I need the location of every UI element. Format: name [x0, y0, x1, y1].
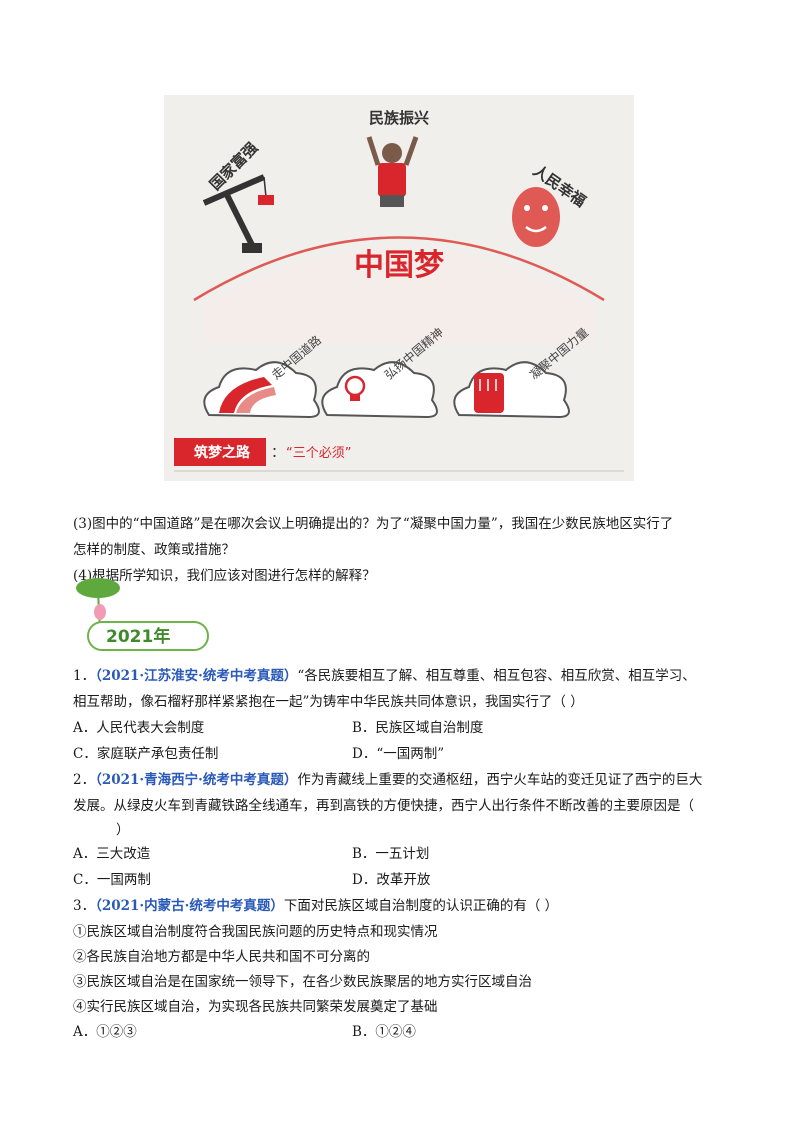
q3-line-1: 3．（2021·内蒙古·统考中考真题）下面对民族区域自治制度的认识正确的有（ ）	[73, 896, 558, 916]
question-3-prev-line-1: (3)图中的“中国道路”是在哪次会议上明确提出的？为了“凝聚中国力量”，我国在少…	[73, 516, 674, 532]
lotus-leaf-icon	[76, 578, 120, 598]
crane-icon	[202, 174, 274, 253]
lotus-flower-icon	[94, 604, 106, 620]
q2-line-2: 发展。从绿皮火车到青藏铁路全线通车，再到高铁的方便快捷，西宁人出行条件不断改善的…	[73, 798, 694, 814]
top-label: 民族振兴	[369, 109, 429, 127]
q1-number: 1．	[73, 668, 96, 684]
q2-line-3: ）	[116, 822, 130, 838]
q3-text-1: 下面对民族区域自治制度的认识正确的有（ ）	[283, 898, 559, 914]
path-value: “三个必须”	[286, 446, 351, 461]
path-colon: ：	[271, 445, 285, 461]
q1-option-c[interactable]: C．家庭联产承包责任制	[73, 746, 219, 762]
path-banner	[174, 438, 266, 466]
q3-statement-4: ④实行民族区域自治，为实现各民族共同繁荣发展奠定了基础	[73, 999, 438, 1015]
year-section-badge: 2021年	[70, 570, 220, 660]
q1-option-d[interactable]: D．“一国两制”	[352, 746, 445, 762]
q2-text-1: 作为青藏线上重要的交通枢纽，西宁火车站的变迁见证了西宁的巨大	[297, 772, 703, 788]
q2-option-d[interactable]: D．改革开放	[352, 872, 431, 888]
q3-statement-3: ③民族区域自治是在国家统一领导下，在各少数民族聚居的地方实行区域自治	[73, 974, 532, 990]
question-4-prev: (4)根据所学知识，我们应该对图进行怎样的解释？	[73, 568, 376, 584]
raised-arms-figure-icon	[366, 136, 419, 207]
lotus-badge-svg: 2021年	[76, 578, 209, 651]
cloud-lightbulb-icon	[321, 361, 438, 419]
left-label: 国家富强	[206, 139, 261, 194]
china-dream-illustration: 中国梦 民族振兴 国家富强 人民幸福	[164, 95, 634, 481]
center-title: 中国梦	[354, 248, 444, 283]
cloud-fist-icon	[453, 361, 570, 419]
q1-line-1: 1．（2021·江苏淮安·统考中考真题）“各民族要相互了解、相互尊重、相互包容、…	[73, 666, 696, 686]
cloud-road-icon	[203, 361, 320, 419]
q2-option-a[interactable]: A．三大改造	[73, 846, 151, 862]
badge-frame	[87, 621, 209, 651]
q1-option-a[interactable]: A．人民代表大会制度	[73, 720, 205, 736]
q1-option-b[interactable]: B．民族区域自治制度	[352, 720, 484, 736]
dream-arc-glow	[204, 247, 594, 345]
q3-option-a[interactable]: A．①②③	[73, 1024, 137, 1040]
q3-option-b[interactable]: B．①②④	[352, 1024, 416, 1040]
q1-source: （2021·江苏淮安·统考中考真题）	[95, 668, 298, 684]
q1-text-1: “各民族要相互了解、相互尊重、相互包容、相互欣赏、相互学习、	[297, 668, 696, 684]
smiling-face-icon	[512, 187, 560, 247]
q1-line-2: 相互帮助，像石榴籽那样紧紧抱在一起”为铸牢中华民族共同体意识，我国实行了（ ）	[73, 694, 584, 710]
q3-statement-1: ①民族区域自治制度符合我国民族问题的历史特点和现实情况	[73, 924, 438, 940]
q3-number: 3．	[73, 898, 96, 914]
badge-label: 2021年	[106, 626, 170, 647]
q2-number: 2．	[73, 772, 96, 788]
illustration-svg: 中国梦 民族振兴 国家富强 人民幸福	[174, 109, 624, 472]
question-3-prev-line-2: 怎样的制度、政策或措施？	[73, 542, 235, 558]
path-label: 筑梦之路	[194, 444, 251, 461]
q2-line-1: 2．（2021·青海西宁·统考中考真题）作为青藏线上重要的交通枢纽，西宁火车站的…	[73, 770, 702, 790]
dream-arc	[193, 236, 605, 302]
q3-source: （2021·内蒙古·统考中考真题）	[95, 898, 284, 914]
q3-statement-2: ②各民族自治地方都是中华人民共和国不可分离的	[73, 949, 370, 965]
q2-option-c[interactable]: C．一国两制	[73, 872, 151, 888]
q2-option-b[interactable]: B．一五计划	[352, 846, 430, 862]
q2-source: （2021·青海西宁·统考中考真题）	[95, 772, 298, 788]
